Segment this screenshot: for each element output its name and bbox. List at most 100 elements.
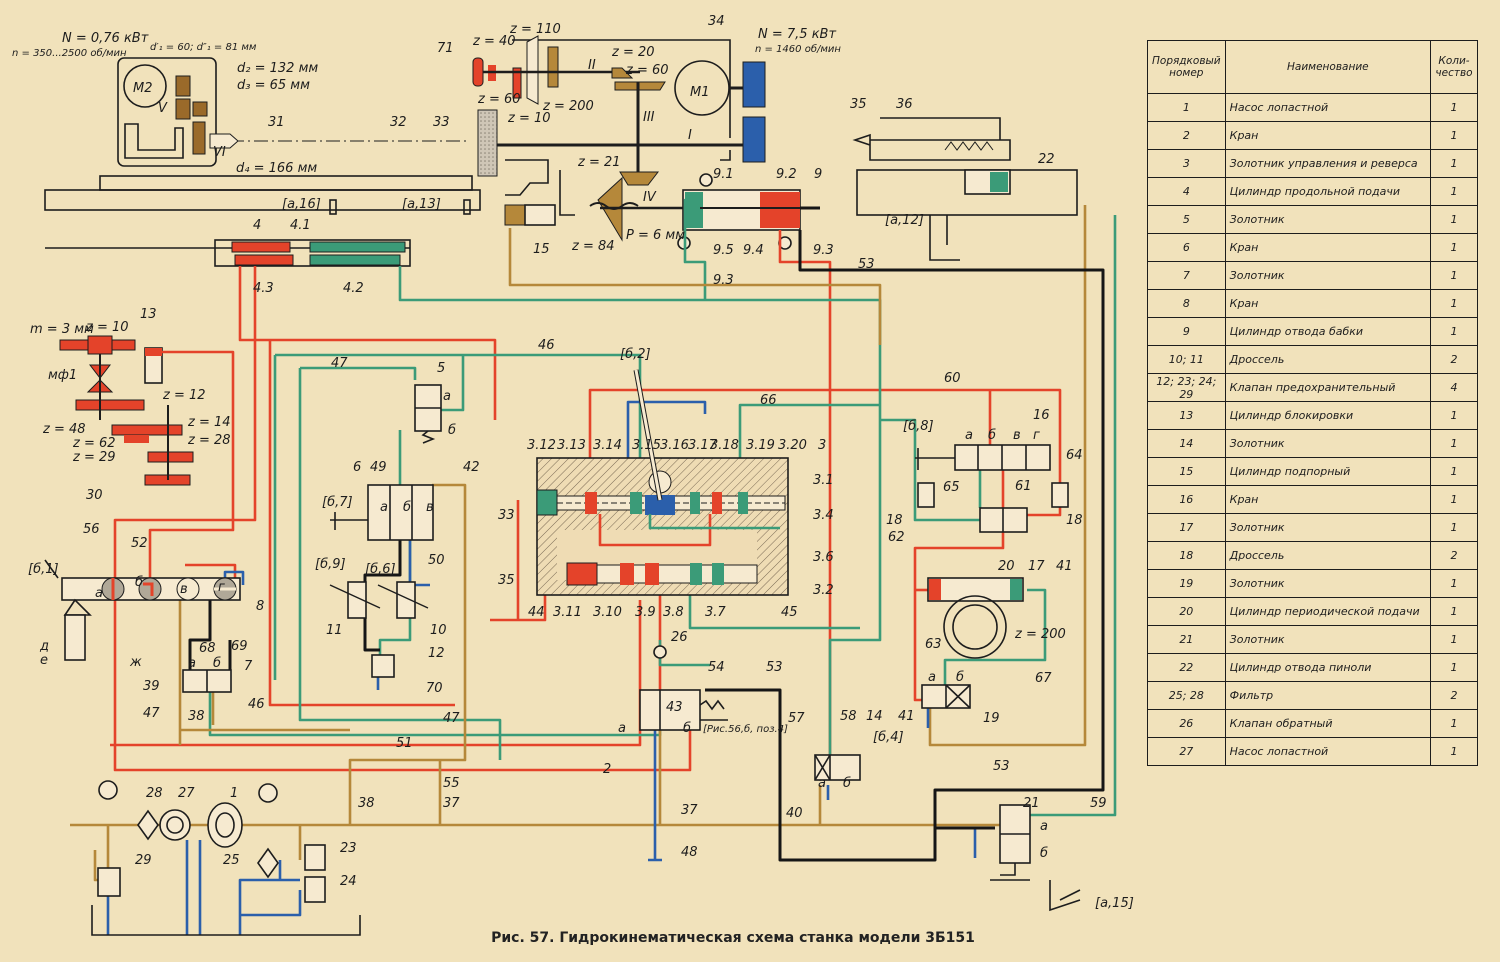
callout-label: 3.13 [557, 438, 586, 453]
row-number: 4 [1147, 177, 1226, 206]
row-number: 1 [1147, 93, 1226, 122]
callout-label: N = 0,76 кВт [62, 31, 149, 46]
valve-21 [990, 804, 1081, 912]
row-quantity: 2 [1430, 541, 1478, 570]
callout-label: [б,9] [315, 557, 346, 572]
callout-label: d₂ = 132 мм [237, 61, 318, 76]
row-name: Кран [1224, 485, 1432, 514]
row-name: Дроссель [1224, 345, 1432, 374]
row-number: 7 [1147, 261, 1226, 290]
callout-label: 14 [866, 709, 883, 724]
headstock-m2 [117, 57, 239, 167]
callout-label: 16 [1033, 408, 1050, 423]
row-number: 15 [1147, 457, 1226, 486]
callout-label: 4.2 [343, 281, 364, 296]
row-number: 21 [1147, 625, 1226, 654]
pressure-gauge-left [98, 780, 118, 800]
row-quantity: 1 [1430, 149, 1478, 178]
callout-label: 43 [666, 700, 683, 715]
callout-label: z = 200 [542, 99, 594, 114]
callout-label: б [843, 776, 851, 791]
row-name: Кран [1224, 289, 1432, 318]
callout-label: 56 [83, 522, 100, 537]
header-name: Наименование [1224, 40, 1432, 94]
crane-6 [330, 484, 434, 541]
callout-label: z = 60 [477, 92, 521, 107]
callout-label: 9.3 [713, 273, 734, 288]
callout-label: б [135, 575, 143, 590]
callout-label: 40 [786, 806, 803, 821]
callout-label: 9 [814, 167, 822, 182]
callout-label: 13 [140, 307, 157, 322]
row-quantity: 4 [1430, 373, 1478, 402]
row-quantity: 2 [1430, 681, 1478, 710]
callout-label: 3.2 [813, 583, 834, 598]
grinding-wheel-33 [477, 109, 498, 177]
callout-label: 49 [370, 460, 387, 475]
row-number: 22 [1147, 653, 1226, 682]
tailstock [852, 117, 1078, 261]
row-quantity: 1 [1430, 709, 1478, 738]
callout-label: 37 [681, 803, 698, 818]
row-quantity: 1 [1430, 121, 1478, 150]
row-quantity: 1 [1430, 289, 1478, 318]
row-name: Клапан обратный [1224, 709, 1432, 738]
callout-label: 35 [850, 97, 867, 112]
row-number: 9 [1147, 317, 1226, 346]
callout-label: n = 1460 об/мин [755, 43, 841, 55]
row-number: 14 [1147, 429, 1226, 458]
callout-label: 46 [538, 338, 555, 353]
header-number: Порядковый номер [1147, 40, 1226, 94]
row-number: 6 [1147, 233, 1226, 262]
row-quantity: 1 [1430, 261, 1478, 290]
row-name: Кран [1224, 233, 1432, 262]
callout-label: в [1013, 428, 1021, 443]
callout-label: б [988, 428, 996, 443]
callout-label: P = 6 мм [626, 228, 685, 243]
callout-label: 34 [708, 14, 725, 29]
callout-label: 65 [943, 480, 960, 495]
pump-station [91, 780, 361, 936]
callout-label: 18 [1066, 513, 1083, 528]
row-quantity: 1 [1430, 177, 1478, 206]
callout-label: m = 3 мм [30, 322, 94, 337]
callout-label: б [213, 656, 221, 671]
callout-label: а [380, 500, 388, 515]
row-name: Золотник [1224, 625, 1432, 654]
callout-label: 50 [428, 553, 445, 568]
callout-label: 3.1 [813, 473, 834, 488]
callout-label: 60 [944, 371, 961, 386]
callout-label: VI [213, 145, 226, 160]
pressure-gauge-right [258, 783, 278, 803]
callout-label: 3.16 [660, 438, 689, 453]
callout-label: 3.4 [813, 508, 834, 523]
control-reverse-valve-3 [536, 369, 789, 596]
callout-label: 51 [396, 736, 413, 751]
callout-label: 46 [248, 697, 265, 712]
callout-label: d₃ = 65 мм [237, 78, 310, 93]
callout-label: n = 350...2500 об/мин [12, 47, 127, 59]
row-number: 12; 23; 24; 29 [1147, 373, 1226, 402]
row-name: Цилиндр отвода пиноли [1224, 653, 1432, 682]
cylinder-15 [504, 204, 556, 226]
callout-label: 1 [230, 786, 238, 801]
callout-label: б [956, 670, 964, 685]
callout-label: а [188, 656, 196, 671]
callout-label: а [965, 428, 973, 443]
callout-label: 25 [223, 853, 240, 868]
row-quantity: 1 [1430, 401, 1478, 430]
valve-19 [921, 684, 971, 709]
row-name: Цилиндр продольной подачи [1224, 177, 1432, 206]
callout-label: е [40, 653, 48, 668]
callout-label: z = 10 [507, 111, 551, 126]
row-name: Золотник управления и реверса [1224, 149, 1432, 178]
valve-5 [414, 384, 442, 444]
row-number: 16 [1147, 485, 1226, 514]
callout-label: в [180, 582, 188, 597]
